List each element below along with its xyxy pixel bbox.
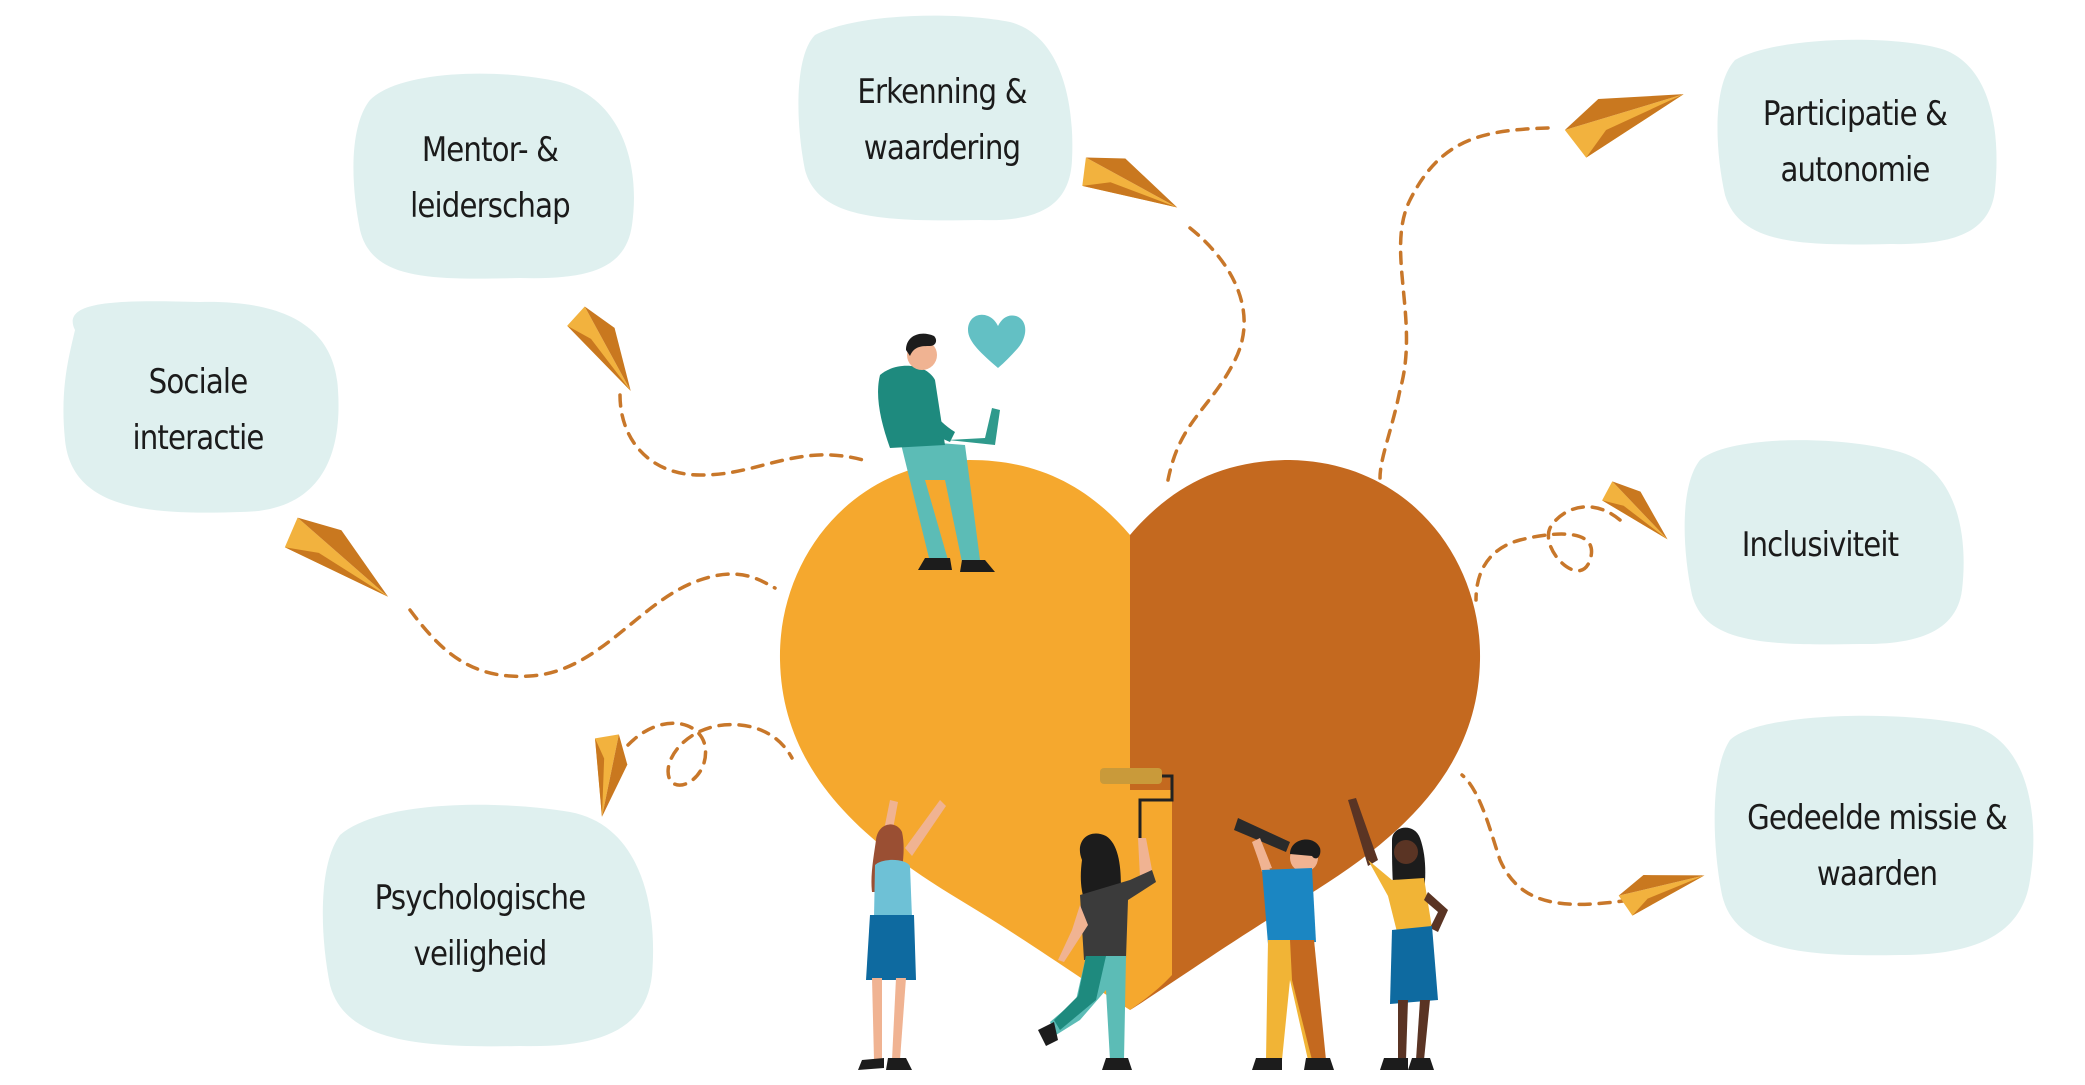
label-erkenning-waardering: Erkenning &waardering [857,72,1027,168]
big-heart-icon [779,460,1481,1010]
small-heart-icon [968,314,1026,368]
paper-plane-icon [1618,875,1705,916]
bubble-inclusiviteit [1684,440,1964,645]
label-mentor-leiderschap: Mentor- &leiderschap [410,130,571,226]
label-inclusiviteit: Inclusiviteit [1741,525,1899,565]
person-with-laptop [878,333,1000,572]
label-gedeelde-missie: Gedeelde missie &waarden [1747,798,2008,894]
bubble-gedeelde-missie [1714,715,2034,956]
paper-plane-icon [1082,157,1178,208]
paper-plane-icon [567,306,631,391]
person-woman-painting [1038,768,1174,1070]
person-woman-pointing [1348,798,1448,1070]
person-man-telescope [1234,818,1334,1070]
bubble-mentor-leiderschap [353,73,634,279]
label-participatie-autonomie: Participatie &autonomie [1762,94,1948,190]
person-woman-hands-raised [858,800,946,1070]
paper-plane-icon [595,734,628,817]
paper-plane-icon [1564,94,1684,158]
dashed-trails [408,126,1632,906]
bubble-participatie-autonomie [1717,39,1997,245]
bubble-psychologische-veiligheid [322,804,654,1047]
paper-plane-icon [1602,481,1668,540]
paper-plane-icon [284,517,389,597]
bubble-sociale-interactie [63,301,339,513]
bubble-erkenning-waardering [798,15,1073,221]
